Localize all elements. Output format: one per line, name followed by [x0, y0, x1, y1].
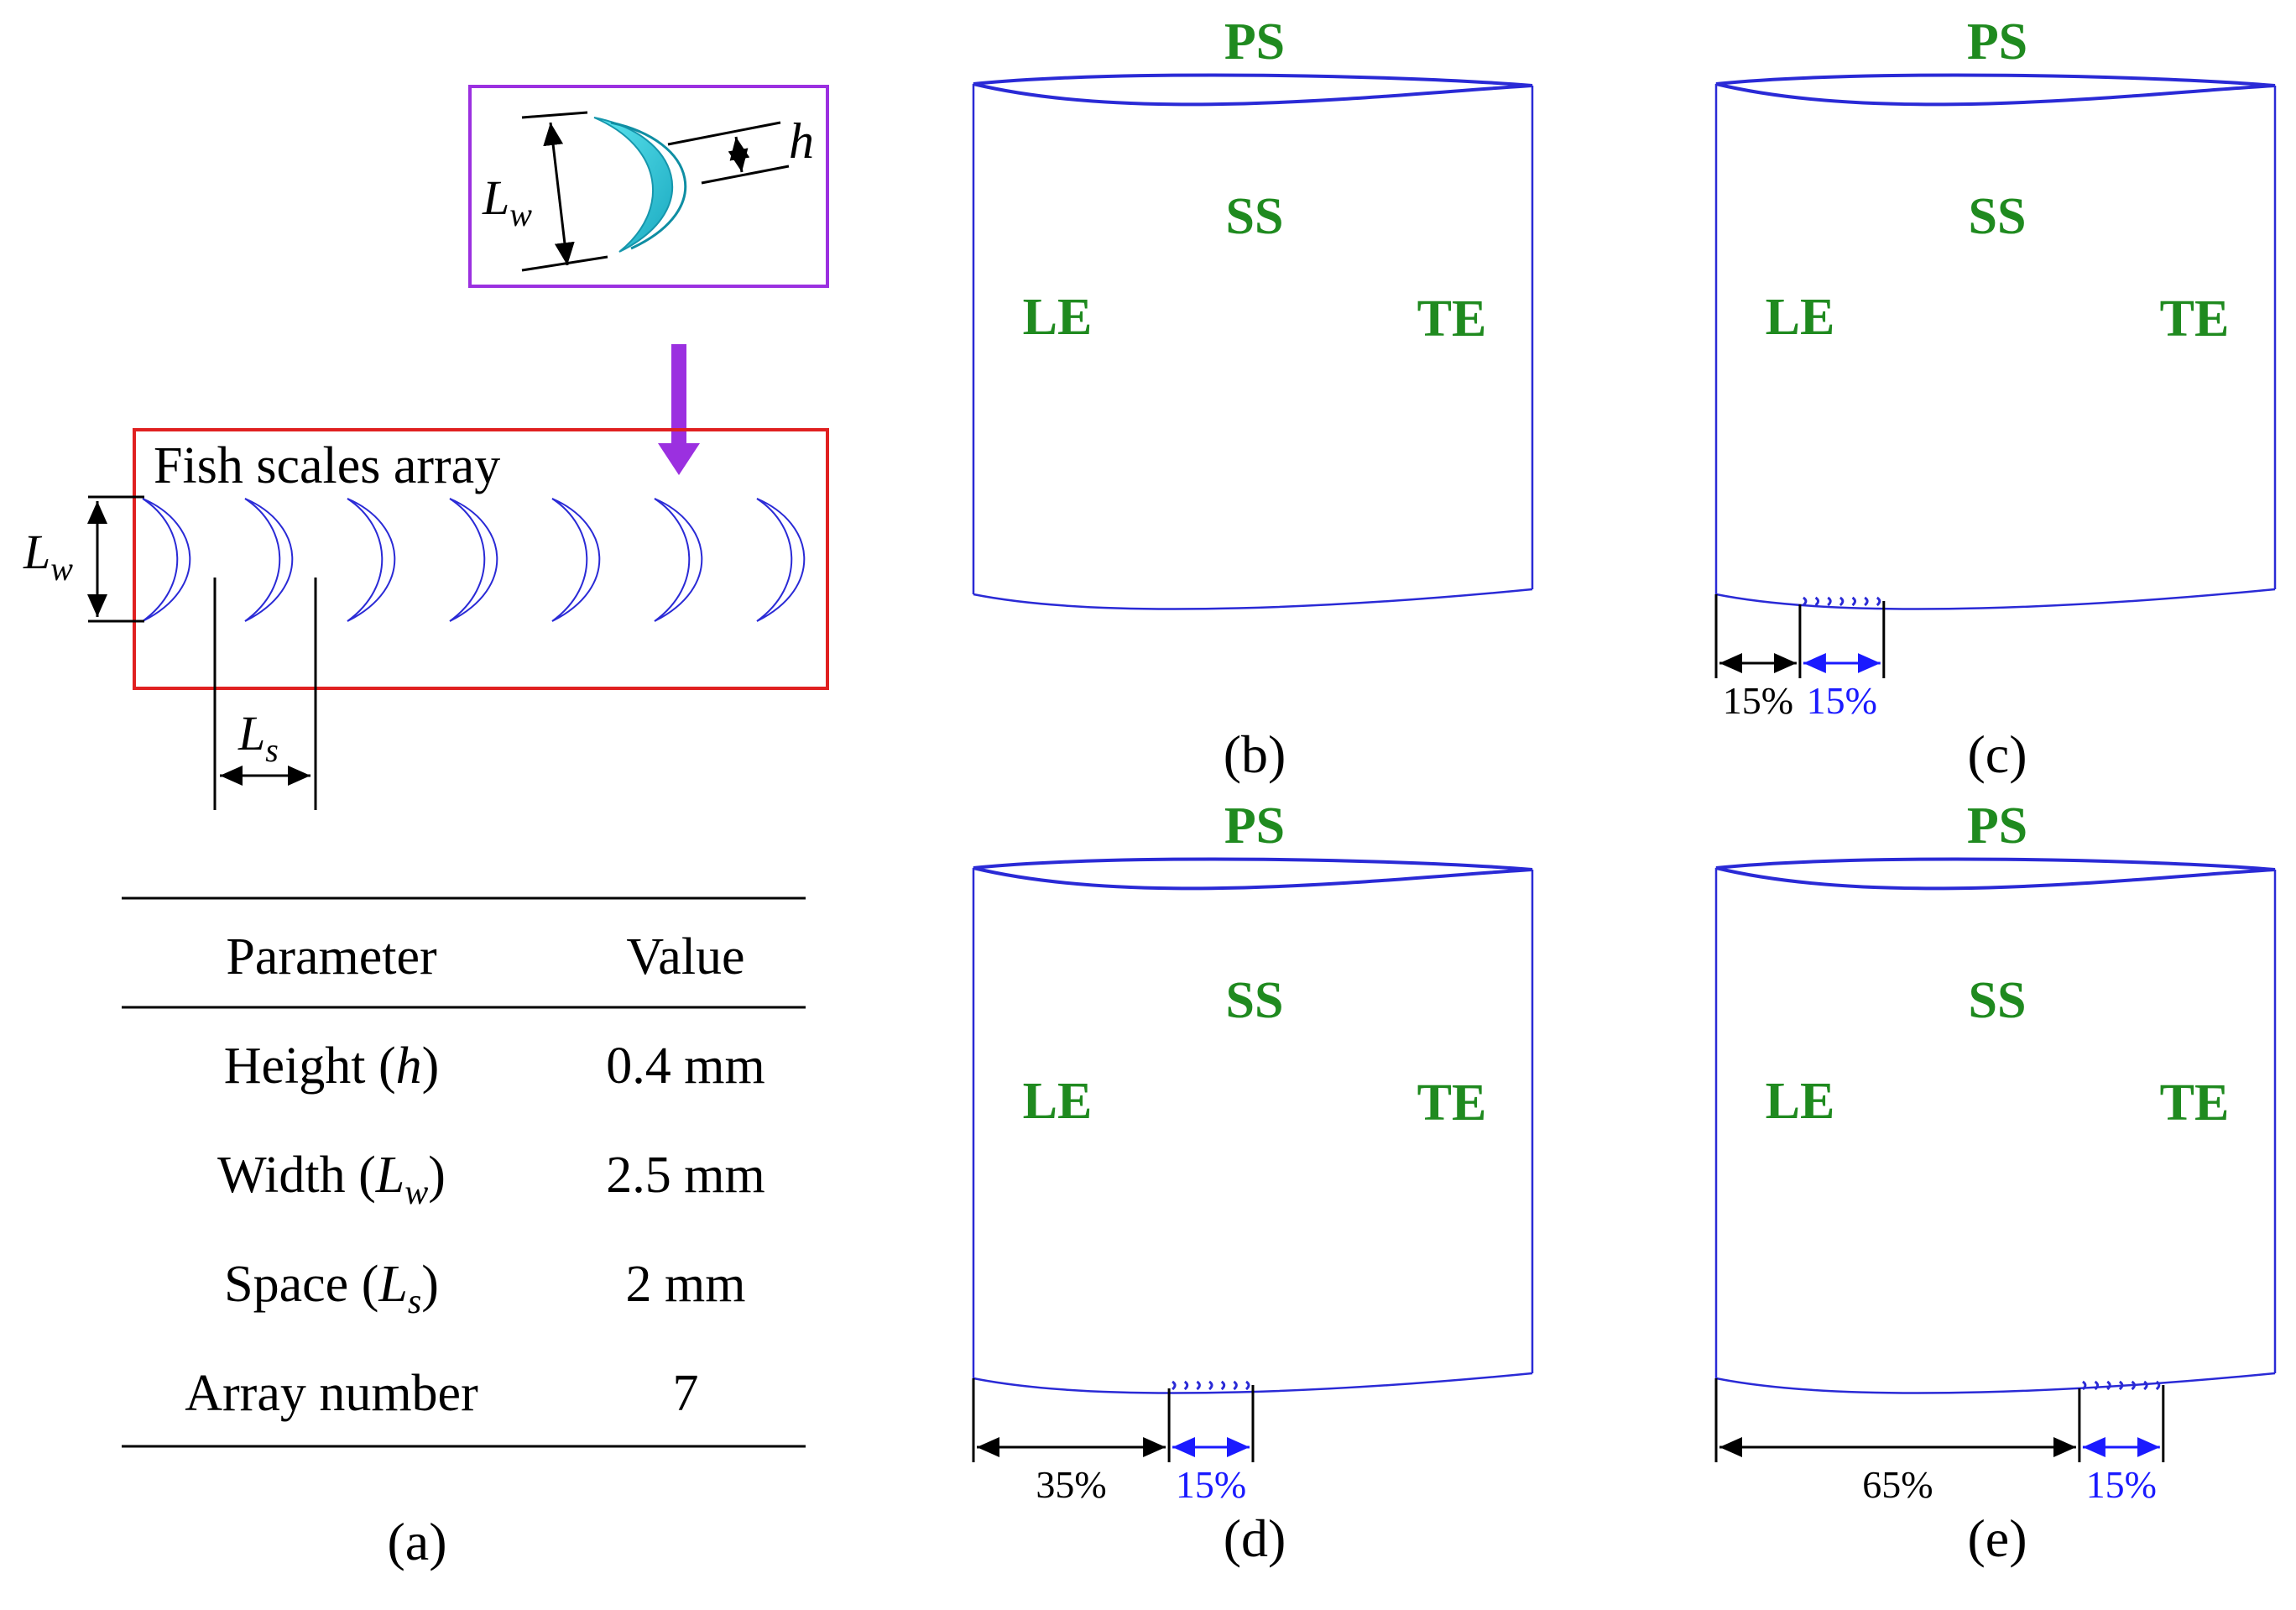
table-cell-parameter: Space (Ls): [224, 1256, 439, 1321]
zoom-arrow: [658, 344, 700, 475]
label-le: LE: [1766, 1073, 1835, 1130]
fish-scale: [551, 498, 601, 622]
fish-scales-band: [1802, 596, 1881, 607]
blade-panel-e: PS SS LE TE (e) 65% 15%: [1714, 797, 2277, 1568]
table-cell-value: 0.4 mm: [606, 1038, 764, 1095]
table-cell-parameter: Array number: [185, 1365, 478, 1422]
array-lw-label: Lw: [23, 525, 73, 588]
label-ss: SS: [1226, 972, 1284, 1029]
table-cell-value: 2 mm: [626, 1256, 746, 1313]
label-ss: SS: [1969, 188, 2027, 245]
panel-label: (b): [1224, 724, 1286, 784]
fish-scale: [142, 498, 191, 622]
fish-scales-array-box: [133, 428, 829, 690]
blade-panel-b: PS SS LE TE (b): [972, 13, 1534, 784]
panel-a: Lw h Fish scales array Lw Ls Parameter: [23, 85, 829, 1571]
fish-scale: [244, 498, 294, 622]
label-te: TE: [2160, 290, 2230, 348]
blade-hub-profile: [973, 588, 1533, 610]
single-scale-3d: [593, 117, 687, 253]
fish-scale: [756, 498, 806, 622]
band-label: 15%: [2086, 1463, 2157, 1506]
fish-scales-band: [2081, 1380, 2161, 1391]
fish-scale: [347, 498, 396, 622]
blade-tip-profile: [1715, 73, 2276, 107]
blade-panel-d: PS SS LE TE (d) 35% 15%: [972, 797, 1534, 1568]
label-le: LE: [1023, 1073, 1093, 1130]
scale-detail-box: [468, 85, 829, 288]
label-te: TE: [1417, 290, 1487, 348]
label-ps: PS: [1224, 797, 1285, 855]
blade-panels: PS SS LE TE (b) PS SS LE TE (c) 15% 15% PS SS LE TE (d) 3…: [972, 13, 2277, 1568]
table-cell-value: 7: [673, 1365, 699, 1422]
panel-label: (e): [1967, 1508, 2027, 1568]
detail-lw-label: Lw: [482, 170, 532, 233]
panel-label: (d): [1224, 1508, 1286, 1568]
blade-tip-profile: [973, 73, 1533, 107]
offset-label: 65%: [1862, 1463, 1933, 1506]
label-ss: SS: [1226, 188, 1284, 245]
fish-scales-row: [142, 498, 806, 622]
panel-a-label: (a): [387, 1512, 446, 1571]
table-cell-value: 2.5 mm: [606, 1147, 764, 1204]
label-te: TE: [2160, 1074, 2230, 1132]
parameter-table: Parameter Value Height (h) 0.4 mm Width (L…: [122, 896, 806, 1448]
label-le: LE: [1023, 289, 1093, 346]
label-ps: PS: [1967, 797, 2027, 855]
blade-panel-c: PS SS LE TE (c) 15% 15%: [1714, 13, 2277, 784]
table-header-parameter: Parameter: [226, 928, 437, 985]
fish-scale: [449, 498, 498, 622]
label-te: TE: [1417, 1074, 1487, 1132]
blade-tip-profile: [973, 857, 1533, 891]
fish-scales-band: [1171, 1380, 1250, 1391]
array-ls-label: Ls: [237, 706, 279, 769]
table-cell-parameter: Width (Lw): [217, 1147, 446, 1212]
label-ps: PS: [1967, 13, 2027, 71]
blade-hub-profile: [973, 1372, 1533, 1394]
blade-hub-profile: [1715, 1372, 2276, 1394]
table-header-value: Value: [626, 928, 744, 985]
label-ps: PS: [1224, 13, 1285, 71]
blade-tip-profile: [1715, 857, 2276, 891]
band-label: 15%: [1176, 1463, 1246, 1506]
offset-label: 35%: [1036, 1463, 1106, 1506]
fish-scale: [654, 498, 703, 622]
label-le: LE: [1766, 289, 1835, 346]
panel-label: (c): [1967, 724, 2027, 784]
label-ss: SS: [1969, 972, 2027, 1029]
offset-label: 15%: [1723, 679, 1793, 722]
detail-h-label: h: [789, 113, 814, 169]
band-label: 15%: [1807, 679, 1877, 722]
table-cell-parameter: Height (h): [224, 1038, 440, 1095]
blade-hub-profile: [1715, 588, 2276, 610]
fish-scales-array-title: Fish scales array: [154, 437, 500, 494]
